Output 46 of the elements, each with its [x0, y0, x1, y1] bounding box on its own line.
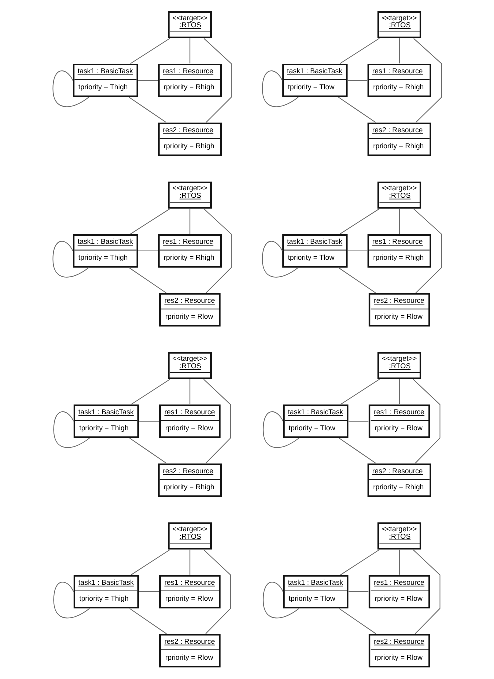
connector — [203, 38, 232, 124]
connector — [128, 438, 167, 464]
connector — [338, 267, 376, 294]
connector — [413, 38, 442, 124]
connector — [348, 421, 369, 422]
connector — [412, 379, 440, 464]
connector — [340, 549, 380, 576]
connector — [398, 549, 400, 576]
connector — [203, 208, 232, 294]
connector — [262, 70, 298, 108]
connector — [398, 379, 400, 405]
connector — [53, 412, 90, 448]
connector — [138, 421, 160, 422]
connector — [128, 608, 167, 634]
connector — [189, 208, 190, 234]
connector — [339, 208, 380, 235]
connector — [340, 379, 380, 406]
connector — [189, 549, 190, 576]
connector — [203, 379, 231, 464]
connector — [189, 379, 190, 405]
connector — [138, 250, 158, 252]
connector — [128, 267, 166, 294]
connector — [413, 208, 442, 294]
connector — [262, 412, 300, 448]
connector — [52, 70, 89, 108]
connector — [338, 97, 376, 124]
connector — [347, 250, 368, 252]
connector — [398, 208, 400, 234]
connector — [130, 38, 170, 64]
connector — [52, 241, 89, 278]
connector — [130, 379, 170, 406]
connector — [347, 80, 368, 82]
connector — [338, 608, 376, 634]
connector — [398, 38, 400, 64]
connector — [412, 550, 440, 634]
connector — [339, 38, 380, 64]
connector — [338, 438, 376, 464]
connector — [262, 582, 300, 619]
connector — [128, 97, 166, 124]
connector — [53, 582, 90, 619]
connector — [189, 38, 190, 64]
connector — [203, 550, 231, 634]
connector — [130, 549, 170, 576]
connector — [130, 208, 170, 235]
connector — [138, 80, 158, 82]
connector — [262, 241, 298, 278]
